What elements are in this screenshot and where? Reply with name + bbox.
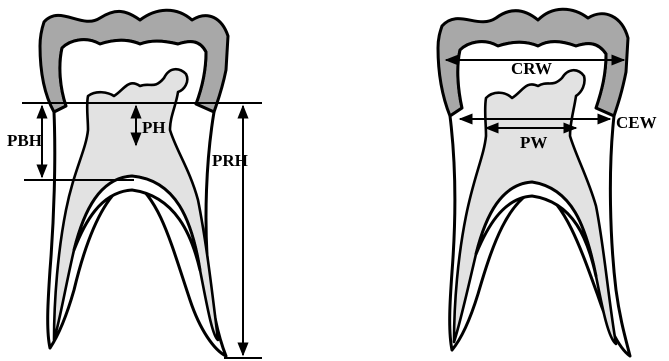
crw-label: CRW bbox=[511, 59, 552, 78]
ph-label: PH bbox=[142, 118, 166, 137]
pbh-label: PBH bbox=[7, 131, 42, 150]
prh-label: PRH bbox=[212, 151, 248, 170]
pw-label: PW bbox=[520, 133, 547, 152]
left-tooth bbox=[40, 10, 228, 356]
cew-label: CEW bbox=[616, 113, 657, 132]
